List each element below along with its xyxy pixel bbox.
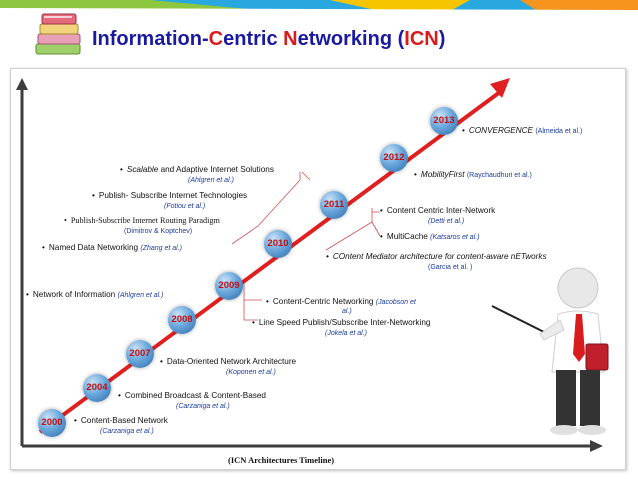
entry-content-based-network-cite: (Carzaniga et al.) xyxy=(100,428,154,435)
entry-data-oriented: Data-Oriented Network Architecture xyxy=(160,357,296,366)
entry-multicache: MultiCache (Katsaros et al.) xyxy=(380,232,480,241)
year-2011: 2011 xyxy=(320,191,348,219)
entry-mobilityfirst: MobilityFirst (Raychaudhuri et al.) xyxy=(414,170,532,179)
entry-sail-cite: (Ahlgren et al.) xyxy=(188,177,234,184)
entry-data-oriented-cite: (Koponen et al.) xyxy=(226,369,276,376)
entry-named-data-networking: Named Data Networking (Zhang et al.) xyxy=(42,243,182,252)
year-2010: 2010 xyxy=(264,230,292,258)
entry-conet-cite: (Garcia et al. ) xyxy=(428,264,472,271)
year-2008: 2008 xyxy=(168,306,196,334)
year-2012: 2012 xyxy=(380,144,408,172)
year-2009: 2009 xyxy=(215,272,243,300)
entry-psirp: Publish-Subscribe Internet Routing Parad… xyxy=(64,216,220,225)
entry-pursuit: Publish- Subscribe Internet Technologies xyxy=(92,191,247,200)
entry-combined-broadcast-cite: (Carzaniga et al.) xyxy=(176,403,230,410)
year-2004: 2004 xyxy=(83,374,111,402)
entry-pursuit-cite: (Fotiou et al.) xyxy=(164,203,205,210)
entry-conet: COntent Mediator architecture for conten… xyxy=(326,252,547,261)
entry-content-centric-internetwork: Content Centric Inter-Network xyxy=(380,206,495,215)
year-2000: 2000 xyxy=(38,409,66,437)
entry-content-centric-networking: Content-Centric Networking (Jacobson et xyxy=(266,297,416,306)
y-axis-arrow xyxy=(16,78,28,90)
entry-content-centric-networking-cite: al.) xyxy=(342,308,352,315)
year-2013: 2013 xyxy=(430,107,458,135)
entry-convergence: CONVERGENCE (Almeida et al.) xyxy=(462,126,582,135)
entry-psirp-cite: (Dimitrov & Koptchev) xyxy=(124,228,192,235)
entry-line-speed-pubsub: Line Speed Publish/Subscribe Inter-Netwo… xyxy=(252,318,430,327)
entry-content-based-network: Content-Based Network xyxy=(74,416,168,425)
entry-combined-broadcast: Combined Broadcast & Content-Based xyxy=(118,391,266,400)
year-2007: 2007 xyxy=(126,340,154,368)
entry-line-speed-pubsub-cite: (Jokela et al.) xyxy=(325,330,367,337)
presenter-figure-icon xyxy=(486,262,626,442)
axis-label: (ICN Architectures Timeline) xyxy=(228,455,334,465)
entry-sail: Scalable and Adaptive Internet Solutions xyxy=(120,165,274,174)
entry-content-centric-internetwork-cite: (Detti et al.) xyxy=(428,218,464,225)
entry-network-of-information: Network of Information (Ahlgren et al.) xyxy=(26,290,163,299)
